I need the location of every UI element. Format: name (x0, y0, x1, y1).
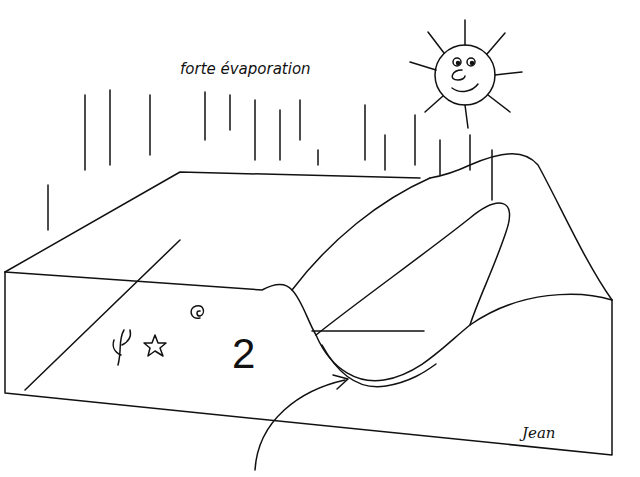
pointer-arrow (255, 375, 348, 470)
signature: Jean (522, 424, 556, 442)
annotation: forte évaporation (180, 60, 311, 78)
fossils (113, 306, 203, 365)
sedimentary-basin (5, 154, 612, 455)
sun (410, 20, 522, 128)
callout-number: 2 (232, 330, 255, 378)
